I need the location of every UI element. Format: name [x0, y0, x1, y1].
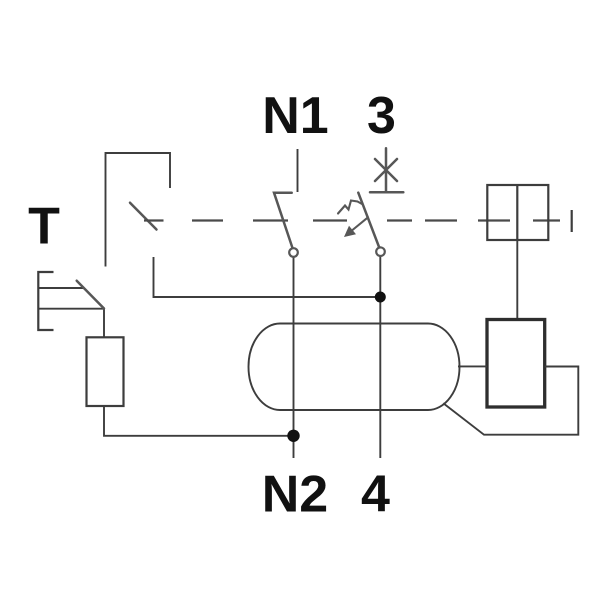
neutral-pole-blade	[272, 191, 295, 251]
transformer-secondary-wires	[442, 365, 580, 436]
label-n2: N2	[262, 466, 328, 524]
trip-direction-arrow-icon	[351, 216, 370, 232]
switch-frame-wire	[104, 152, 171, 267]
test-circuit-wire	[103, 406, 294, 437]
label-3: 3	[367, 87, 396, 145]
main-switch-blade	[128, 201, 158, 231]
test-contact-blade	[75, 279, 106, 310]
contact-pivot	[375, 246, 386, 258]
test-button-link-wire	[38, 307, 105, 338]
junction-dot	[374, 291, 386, 303]
main-contact-to-phase-wire	[152, 257, 381, 298]
phase-pole-blade	[357, 191, 382, 251]
trip-arrowhead-icon	[344, 225, 356, 237]
test-button-icon	[37, 270, 54, 332]
trip-unit-box	[485, 317, 547, 409]
trip-latch-icon	[336, 199, 364, 215]
circuit-breaker-x-icon	[368, 147, 405, 194]
label-t: T	[28, 198, 60, 256]
label-4: 4	[361, 466, 390, 524]
test-resistor	[85, 336, 125, 408]
label-n1: N1	[262, 87, 328, 145]
contact-pivot	[288, 247, 299, 258]
junction-dot	[287, 429, 300, 442]
current-transformer-ring	[247, 322, 461, 411]
